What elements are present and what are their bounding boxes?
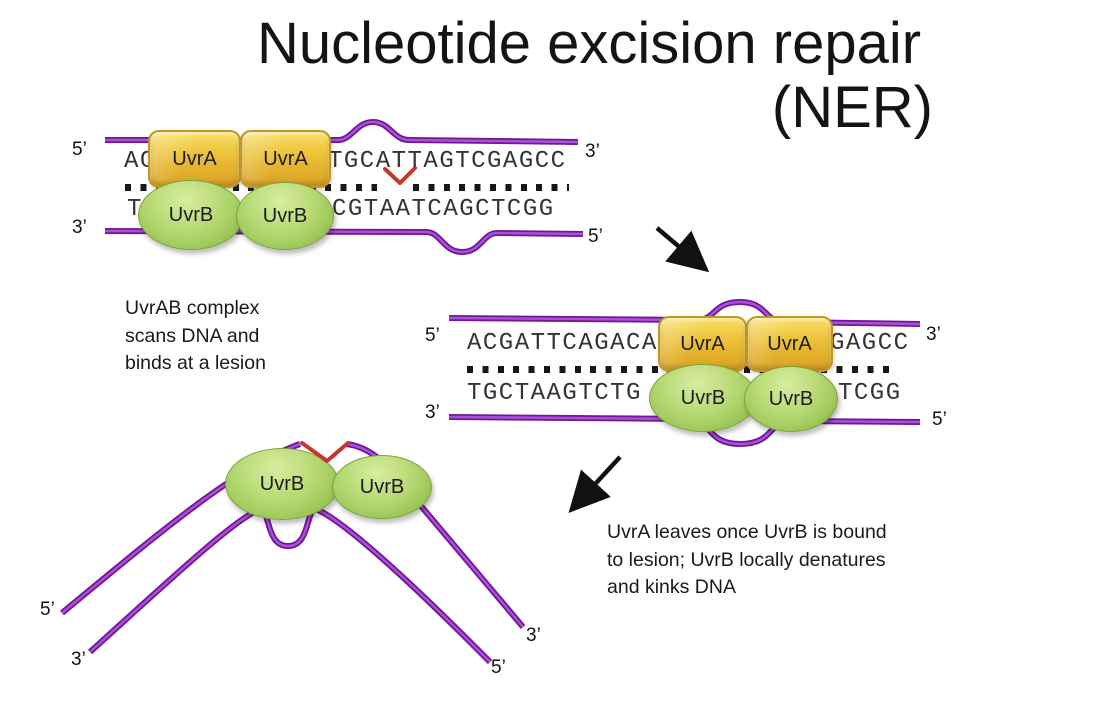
uvrb-label: UvrB	[262, 204, 308, 227]
stage1-seq-top-right: TGCATTAGTCGAGCC	[328, 148, 567, 175]
stage1-basepair-dots-right	[413, 184, 569, 191]
uvrb-label: UvrB	[359, 475, 405, 498]
caption-line: UvrA leaves once UvrB is bound	[607, 521, 887, 543]
caption-line: scans DNA and	[125, 324, 260, 347]
stage3-end-5prime-left: 5’	[40, 599, 55, 620]
stage3-end-3prime-right: 3’	[526, 625, 541, 646]
stage2-end-5prime-bottom-right: 5’	[932, 409, 947, 430]
stage2-end-3prime-top-right: 3’	[926, 324, 941, 345]
stage3-dna-complementary-strand	[87, 506, 493, 665]
stage3-end-3prime-left: 3’	[71, 649, 86, 670]
uvrb-label: UvrB	[680, 386, 726, 409]
stage3-uvrb-protein-1: UvrB	[225, 448, 339, 520]
stage2-uvra-protein-2: UvrA	[746, 316, 833, 372]
stage2-uvrb-protein-2: UvrB	[744, 366, 838, 432]
stage1-seq-bottom-right: CGTAATCAGCTCGG	[332, 196, 555, 223]
caption-line: and kinks DNA	[607, 576, 736, 598]
stage2-end-3prime-bottom-left: 3’	[425, 402, 440, 423]
stage3-end-5prime-right: 5’	[491, 657, 506, 678]
caption-uvra-leaves: UvrA leaves once UvrB is bound to lesion…	[607, 519, 977, 602]
uvra-label: UvrA	[263, 147, 308, 170]
caption-line: binds at a lesion	[125, 352, 266, 374]
stage3-uvrb-protein-2: UvrB	[332, 455, 432, 519]
uvra-label: UvrA	[767, 332, 812, 355]
stage1-uvrb-protein-2: UvrB	[236, 182, 334, 250]
uvra-label: UvrA	[172, 147, 217, 170]
stage2-seq-bottom-left: TGCTAAGTCTG	[467, 380, 642, 407]
uvrb-label: UvrB	[168, 203, 214, 226]
stage1-uvra-protein-2: UvrA	[240, 130, 331, 188]
caption-line: UvrAB complex	[125, 297, 260, 319]
stage2-seq-top-right: GAGCC	[830, 330, 910, 357]
uvrb-label: UvrB	[259, 472, 305, 495]
caption-line: to lesion; UvrB locally denatures	[607, 548, 886, 571]
arrow-stage2-to-stage3	[568, 455, 622, 513]
stage2-seq-top-left: ACGATTCAGACA	[467, 330, 658, 357]
title-line1: Nucleotide excision repair	[256, 11, 922, 76]
uvra-label: UvrA	[680, 332, 725, 355]
caption-uvrab-scans: UvrAB complex scans DNA and binds at a l…	[125, 295, 325, 378]
stage1-end-5prime-top-left: 5’	[72, 139, 87, 160]
stage2-end-5prime-top-left: 5’	[425, 325, 440, 346]
arrow-stage1-to-stage2	[655, 226, 710, 273]
stage1-uvrb-protein-1: UvrB	[138, 180, 244, 250]
stage1-end-3prime-top-right: 3’	[585, 141, 600, 162]
stage1-end-3prime-bottom-left: 3’	[72, 217, 87, 238]
stage1-seq-bottom-left: T	[127, 196, 143, 223]
page-title: Nucleotide excision repair (NER)	[245, 12, 933, 140]
stage2-seq-bottom-right: TCGG	[838, 380, 902, 407]
uvrb-label: UvrB	[768, 387, 814, 410]
stage1-end-5prime-bottom-right: 5’	[588, 226, 603, 247]
stage2-uvrb-protein-1: UvrB	[649, 364, 757, 432]
title-line2: (NER)	[771, 75, 933, 140]
